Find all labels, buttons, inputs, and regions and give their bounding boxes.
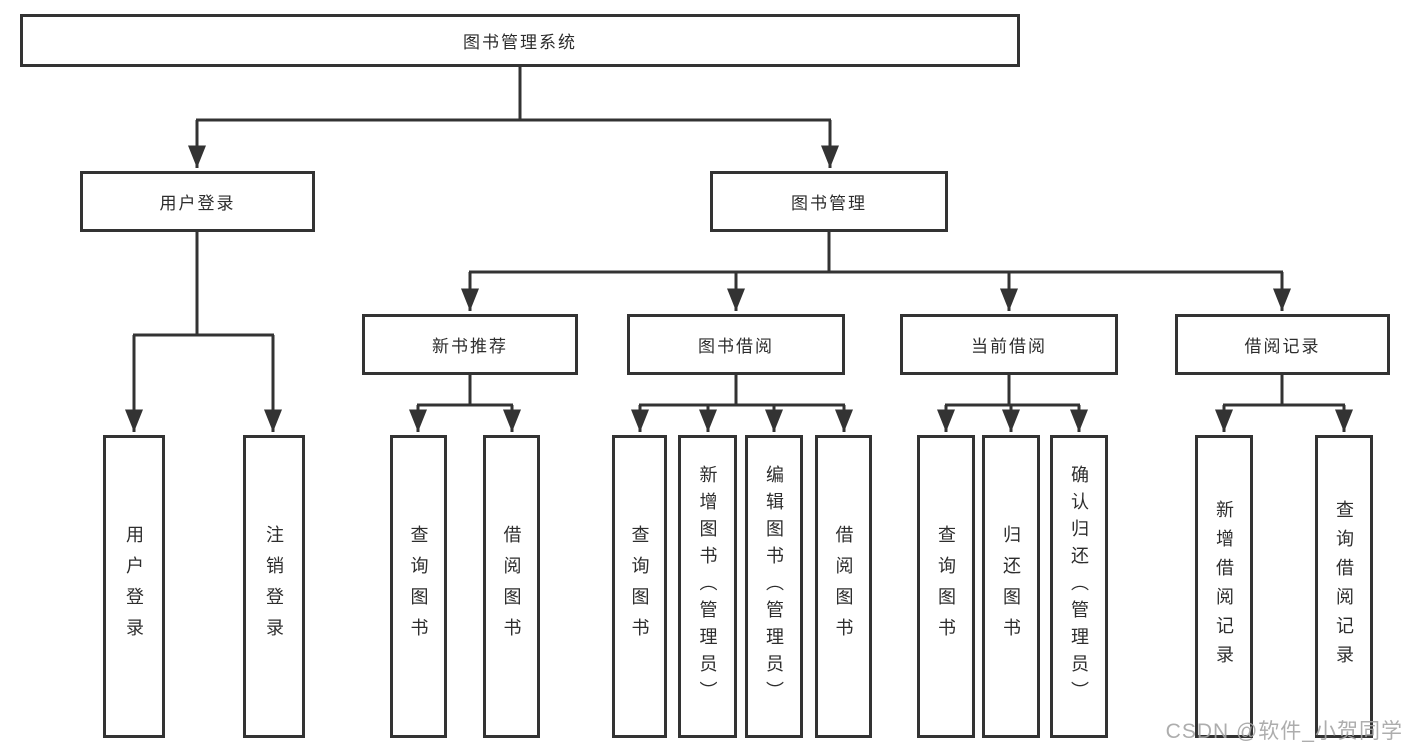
node-book-management: 图书管理 xyxy=(710,171,948,232)
leaf-edit-book-admin: 编辑图书（管理员） xyxy=(745,435,803,738)
node-borrow-records: 借阅记录 xyxy=(1175,314,1390,375)
leaf-user-login: 用户登录 xyxy=(103,435,165,738)
node-new-book-recommend: 新书推荐 xyxy=(362,314,578,375)
leaf-query-books-recommend: 查询图书 xyxy=(390,435,447,738)
leaf-query-books-current: 查询图书 xyxy=(917,435,975,738)
leaf-add-book-admin: 新增图书（管理员） xyxy=(678,435,737,738)
leaf-confirm-return-admin: 确认归还（管理员） xyxy=(1050,435,1108,738)
leaf-return-book: 归还图书 xyxy=(982,435,1040,738)
leaf-borrow-books-recommend: 借阅图书 xyxy=(483,435,540,738)
leaf-borrow-books-borrow: 借阅图书 xyxy=(815,435,872,738)
node-book-borrow: 图书借阅 xyxy=(627,314,845,375)
node-user-login: 用户登录 xyxy=(80,171,315,232)
leaf-query-books-borrow: 查询图书 xyxy=(612,435,667,738)
node-current-borrow: 当前借阅 xyxy=(900,314,1118,375)
leaf-add-borrow-record: 新增借阅记录 xyxy=(1195,435,1253,738)
node-root: 图书管理系统 xyxy=(20,14,1020,67)
watermark: CSDN @软件_小贺同学 xyxy=(1165,720,1403,743)
leaf-logout: 注销登录 xyxy=(243,435,305,738)
leaf-query-borrow-record: 查询借阅记录 xyxy=(1315,435,1373,738)
